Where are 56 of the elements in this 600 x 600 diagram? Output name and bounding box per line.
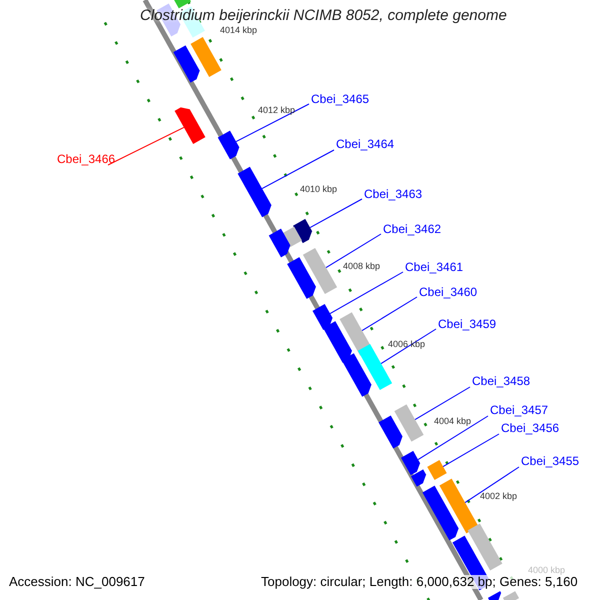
footer-text: Topology: circular; Length: 6,000,632 bp; Genes: 5,160 <box>261 575 578 590</box>
leader-line <box>326 234 382 268</box>
leader-line <box>108 126 184 166</box>
gene-block <box>323 321 352 363</box>
scale-label: 4014 kbp <box>220 26 258 36</box>
leader-line <box>464 466 520 504</box>
leader-line <box>362 296 418 332</box>
leader-line <box>236 104 310 142</box>
gene-block <box>342 353 372 397</box>
gene-label: Cbei_3464 <box>336 138 394 152</box>
gene-block <box>238 166 272 218</box>
gene-block <box>174 107 206 144</box>
scale-label: 4002 kbp <box>480 492 518 502</box>
scale-label: 4004 kbp <box>434 417 472 427</box>
gene-label: Cbei_3457 <box>490 404 548 418</box>
gene-block <box>401 450 420 476</box>
gene-block <box>293 218 312 244</box>
gene-label: Cbei_3459 <box>438 318 496 332</box>
gene-block <box>394 404 424 442</box>
footer-text: Accession: NC_009617 <box>9 575 145 590</box>
gene-label: Cbei_3463 <box>364 188 422 202</box>
leader-line <box>330 272 404 314</box>
gene-block <box>410 469 426 487</box>
gene-block <box>190 37 222 77</box>
title: Clostridium beijerinckii NCIMB 8052, complete genome <box>140 8 507 24</box>
gene-label: Cbei_3456 <box>501 422 560 436</box>
gene-label: Cbei_3465 <box>311 93 370 106</box>
leader-line <box>414 386 470 420</box>
scale-label: 4008 kbp <box>343 262 380 272</box>
gene-block <box>282 226 302 248</box>
gene-label: Cbei_3455 <box>521 455 580 468</box>
gene-block <box>302 248 338 294</box>
gene-block <box>218 130 240 160</box>
gene-block <box>287 257 316 299</box>
gene-block <box>268 228 290 258</box>
leader-line <box>442 434 500 468</box>
gene-block <box>427 460 447 480</box>
gene-label: Cbei_3460 <box>419 286 478 300</box>
gene-block <box>312 304 333 330</box>
scale-label: 4012 kbp <box>258 106 296 116</box>
leader-line <box>418 416 488 460</box>
leader-line <box>310 198 362 228</box>
scale-label: 4006 kbp <box>388 340 426 350</box>
gene-block <box>439 478 479 534</box>
gene-block <box>468 524 502 570</box>
gene-label: Cbei_3462 <box>383 223 442 236</box>
gene-label: Cbei_3461 <box>405 261 464 274</box>
scale-label: 4010 kbp <box>300 185 338 195</box>
gene-block <box>378 416 402 448</box>
gene-label: Cbei_3466 <box>57 153 116 166</box>
leader-line <box>380 328 436 364</box>
scale-label: 4000 kbp <box>528 566 566 576</box>
gene-block <box>173 45 200 83</box>
gene-label: Cbei_3458 <box>472 375 530 388</box>
leader-line <box>262 150 334 190</box>
gene-block <box>422 486 459 540</box>
